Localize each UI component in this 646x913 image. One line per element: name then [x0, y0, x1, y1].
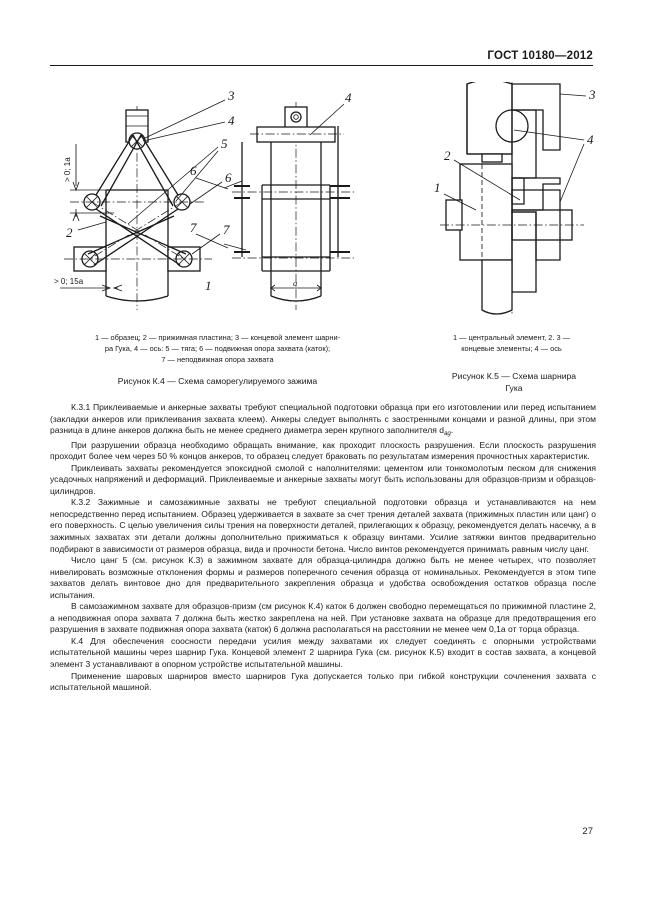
callout-7-between: 7 [190, 220, 197, 235]
paragraph-k31-dot: . [450, 425, 454, 436]
figures-row: > 0; 1a > 0; 15a 3 4 5 [0, 82, 646, 322]
k5-end-element-2 [511, 177, 561, 293]
paragraph-failure-plane: При разрушении образца необходимо обраща… [50, 439, 596, 462]
tie-rods-upper [95, 134, 179, 207]
k5-central-element-1 [445, 163, 513, 261]
callouts-k5: 3 4 2 1 [434, 87, 596, 211]
figure-k5-caption-line-1: 1 — центральный элемент, 2. 3 — [452, 333, 571, 342]
callout-7: 7 [223, 222, 230, 237]
page-header: ГОСТ 10180—2012 [50, 44, 593, 66]
paragraph-self-clamping: В самозажимном захвате для образцов-приз… [50, 601, 596, 635]
header-divider [50, 65, 593, 66]
figure-k4-side-view: a 4 6 7 [224, 82, 394, 322]
k5-upper-body [466, 82, 513, 163]
support-bars-side [234, 126, 350, 257]
dimension-width-group: a [270, 278, 322, 292]
mid-callouts-svg: 6 7 [190, 163, 229, 249]
body-text: К.3.1 Приклеиваемые и анкерные захваты т… [50, 402, 596, 694]
figure-k5-caption-line-2: концевые элементы; 4 — ось [461, 344, 562, 354]
figure-k4-mid-callouts: 6 7 [190, 82, 229, 249]
figure-k4-caption: 1 — образец; 2 — прижимная пластина; 3 —… [45, 332, 390, 366]
rod-center-line-b [89, 201, 183, 260]
figure-k5-caption: 1 — центральный элемент, 2. 3 — концевые… [424, 332, 599, 354]
figure-k5-title: Рисунок К.5 — Схема шарнира Гука [424, 370, 604, 394]
dimension-vertical-group: > 0; 1a [63, 144, 168, 222]
paragraph-epoxy: Приклеивать захваты рекомендуется эпокси… [50, 462, 596, 496]
paragraph-collets: Число цанг 5 (см. рисунок К.3) в зажимно… [50, 555, 596, 600]
k5-end-element-3 [511, 83, 561, 211]
figure-k5-svg: 3 4 2 1 [434, 82, 596, 315]
callout-2-k5: 2 [444, 148, 451, 163]
callout-6-between: 6 [190, 163, 197, 178]
figure-k4-caption-line-2: ра Гука, 4 — ось: 5 — тяга; 6 — подвижна… [104, 344, 331, 354]
figure-k4-caption-line-3: 7 — неподвижная опора захвата [161, 355, 274, 365]
k5-lower-stem [481, 259, 513, 315]
callout-6: 6 [225, 170, 232, 185]
callout-5: 5 [221, 136, 228, 151]
paragraph-k4: К.4 Для обеспечения соосности передачи у… [50, 635, 596, 670]
tie-rods-crossed [87, 208, 187, 266]
figure-k4-caption-line-1: 1 — образец; 2 — прижимная пластина; 3 —… [94, 333, 341, 342]
callout-3-k5: 3 [588, 87, 596, 102]
dimension-vertical-label: > 0; 1a [63, 157, 72, 182]
paragraph-k31: К.3.1 Приклеиваемые и анкерные захваты т… [50, 402, 596, 440]
rod-center-line-a [91, 201, 185, 260]
figure-k4-title: Рисунок К.4 — Схема саморегулируемого за… [117, 376, 318, 386]
callouts-side-figure: 4 6 7 [224, 90, 352, 251]
page-number: 27 [582, 826, 593, 837]
axis-element-4-side [256, 106, 336, 143]
callout-4: 4 [228, 113, 235, 128]
callout-3: 3 [227, 88, 235, 103]
standard-title: ГОСТ 10180—2012 [487, 50, 593, 62]
figure-k5-title-line-1: Рисунок К.5 — Схема шарнира [451, 371, 577, 381]
figure-k4-side-svg: a 4 6 7 [224, 90, 354, 310]
subscript-ag: ag [443, 430, 451, 438]
callout-4-side: 4 [345, 90, 352, 105]
dimension-horizontal-label: > 0; 15a [54, 277, 84, 286]
callout-4-k5: 4 [587, 132, 594, 147]
callout-1: 1 [205, 278, 212, 293]
figure-k4-left-view: > 0; 1a > 0; 15a 3 4 5 [40, 82, 260, 322]
callout-2: 2 [66, 225, 73, 240]
figure-k5-title-line-2: Гука [505, 383, 523, 393]
dimension-horizontal-group: > 0; 15a [54, 272, 123, 296]
callout-1-k5: 1 [434, 180, 441, 195]
clamp-plate-side [261, 184, 331, 272]
paragraph-ball-joints: Применение шаровых шарниров вместо шарни… [50, 670, 596, 693]
k5-axis-pin-upper [495, 109, 529, 143]
dimension-width-label: a [293, 278, 297, 288]
paragraph-k31-text: К.3.1 Приклеиваемые и анкерные захваты т… [50, 402, 596, 436]
paragraph-k32: К.3.2 Зажимные и самозажимные захваты не… [50, 497, 596, 554]
figure-k4-left-svg: > 0; 1a > 0; 15a 3 4 5 [54, 88, 235, 310]
figure-k5-hooke-joint: 3 4 2 1 [424, 82, 634, 322]
callouts-left-figure: 3 4 5 6 7 2 1 [66, 88, 235, 293]
end-element-3 [125, 109, 149, 143]
